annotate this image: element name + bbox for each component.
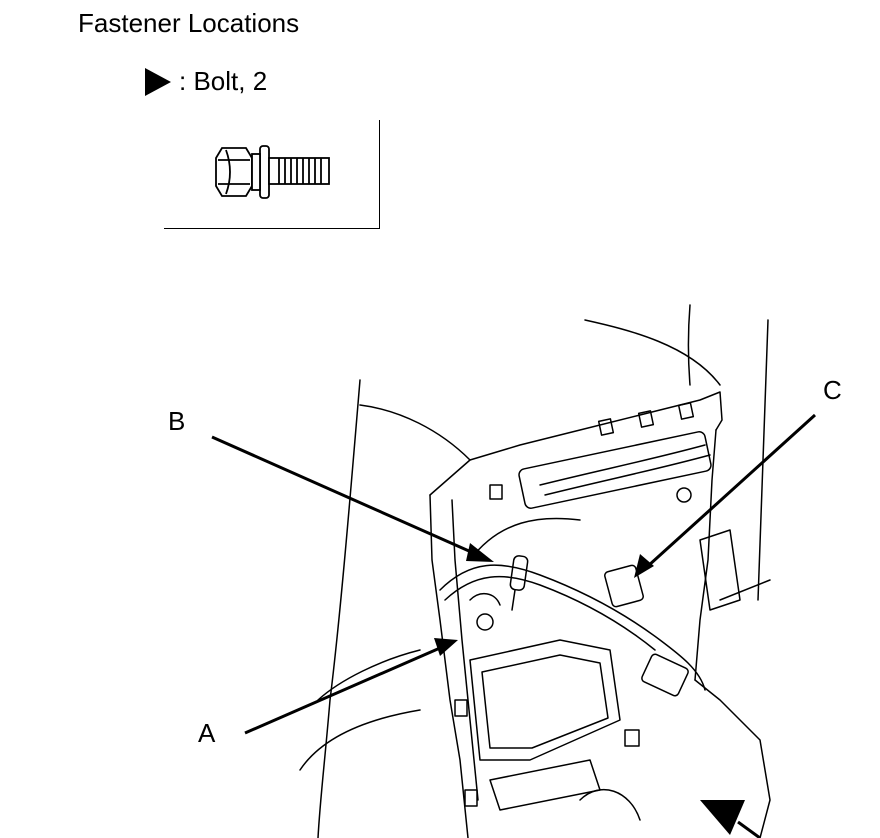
connector-c bbox=[604, 564, 644, 608]
legend-label: : Bolt, 2 bbox=[179, 66, 268, 96]
leader-line-c bbox=[646, 413, 817, 568]
leader-line-a bbox=[244, 646, 441, 735]
arrowhead-a-icon bbox=[434, 638, 458, 656]
arrowhead-b-icon bbox=[466, 543, 494, 562]
fastener-legend: : Bolt, 2 bbox=[145, 66, 267, 97]
leader-line-b bbox=[211, 435, 479, 557]
page-title: Fastener Locations bbox=[78, 8, 300, 38]
bolt-illustration-box bbox=[164, 120, 380, 229]
storage-compartment bbox=[469, 639, 621, 761]
callout-label-a: A bbox=[198, 718, 216, 748]
console-left-edge bbox=[317, 379, 361, 838]
connector-b bbox=[509, 555, 529, 591]
arrowhead-c-icon bbox=[634, 554, 654, 578]
bolt-a-location bbox=[476, 613, 494, 631]
triangle-bolt-marker-icon bbox=[700, 800, 745, 835]
triangle-marker-icon bbox=[145, 67, 171, 96]
bolt-icon bbox=[215, 145, 330, 199]
frame-top-edge bbox=[429, 391, 723, 496]
wire-harness bbox=[439, 564, 706, 691]
callout-label-b: B bbox=[168, 406, 186, 436]
callout-label-c: C bbox=[823, 375, 842, 405]
